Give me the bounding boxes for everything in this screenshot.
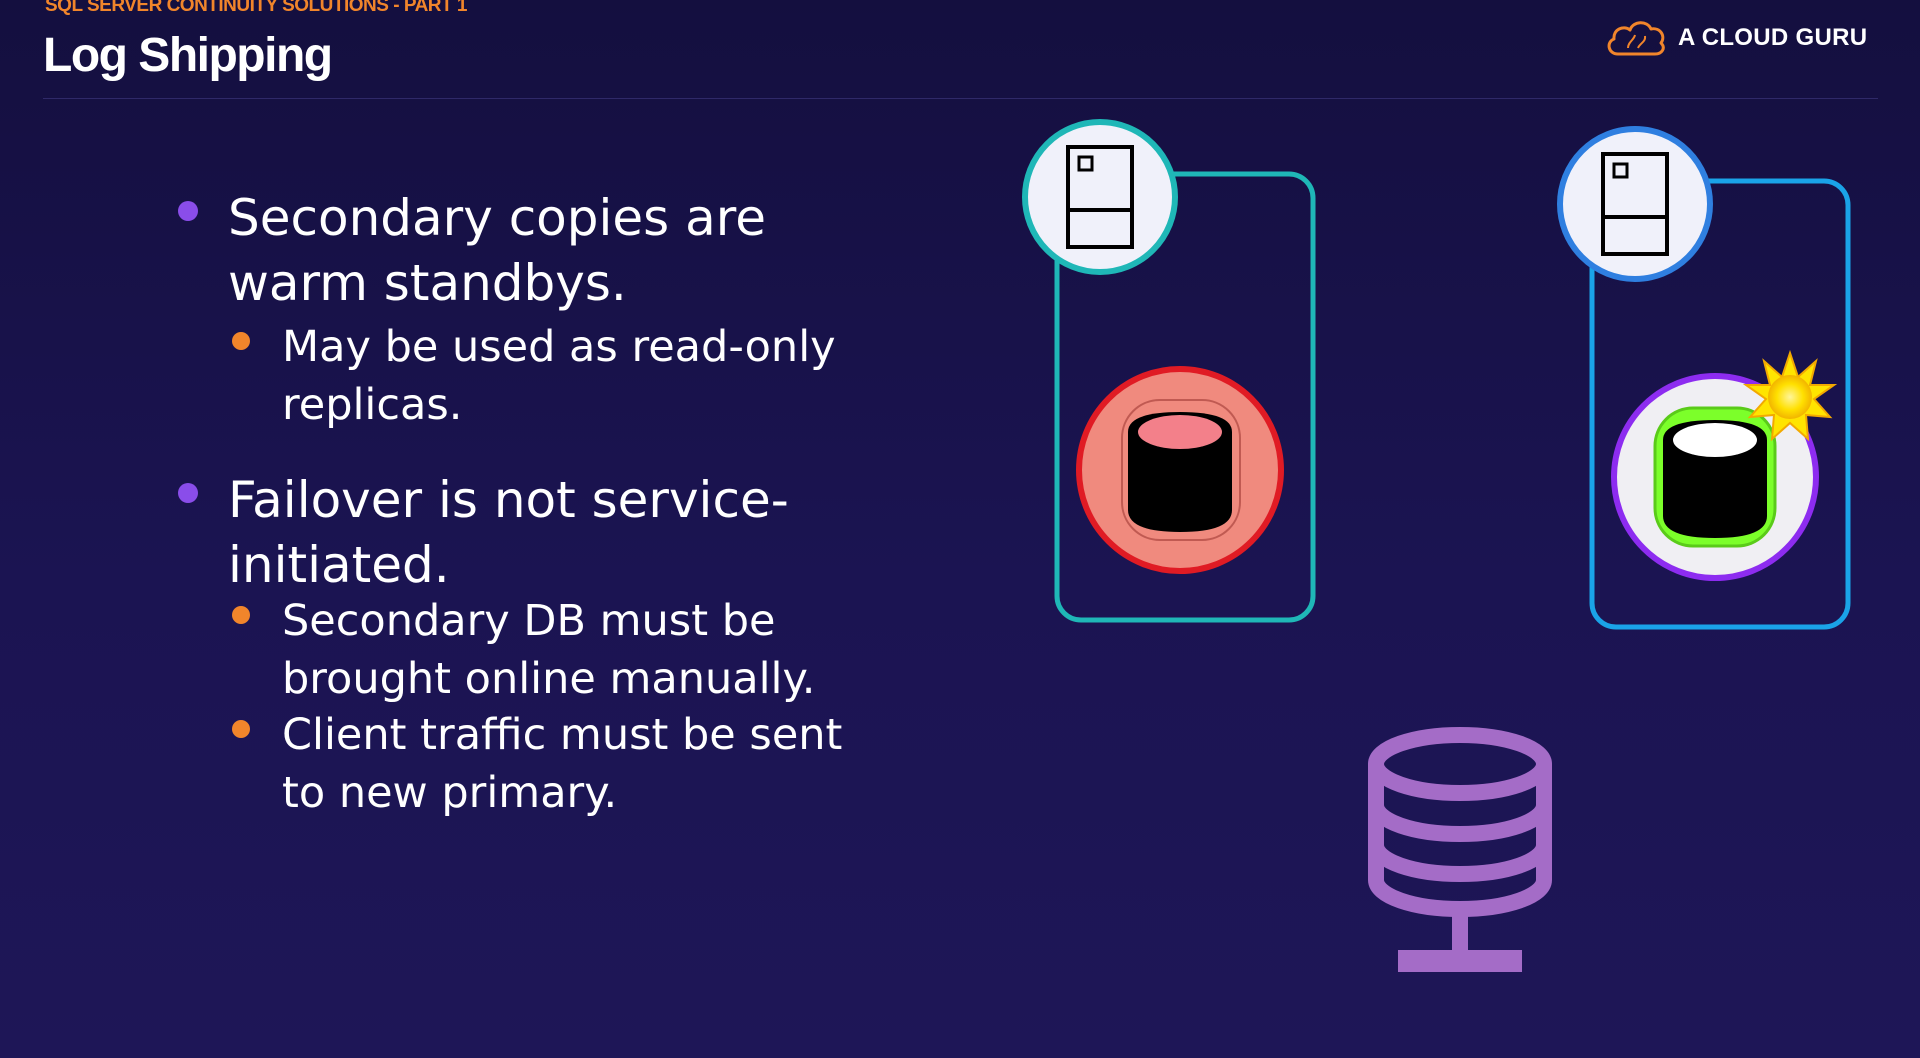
- sub-bullet-text-line: Client traffic must be sent: [282, 710, 843, 760]
- brand-name: A CLOUD GURU: [1678, 24, 1868, 51]
- secondary-server-box: [1589, 178, 1851, 630]
- bullet-marker: [178, 201, 198, 221]
- sub-bullet-marker: [232, 606, 250, 624]
- cloud-logo-icon: [1607, 21, 1665, 56]
- bullet-marker: [178, 483, 198, 503]
- server-icon: [1022, 119, 1178, 275]
- sub-bullet-text-line: replicas.: [282, 380, 463, 430]
- sub-bullet-item: Secondary DB must be brought online manu…: [282, 592, 922, 708]
- storage-base: [1398, 950, 1522, 972]
- primary-server-box: [1054, 171, 1316, 623]
- sub-bullet-text-line: May be used as read-only: [282, 322, 836, 372]
- sub-bullet-text-line: brought online manually.: [282, 654, 816, 704]
- section-kicker: SQL SERVER CONTINUITY SOLUTIONS - PART 1: [45, 0, 467, 16]
- sub-bullet-item: May be used as read-only replicas.: [282, 318, 922, 434]
- brand-logo: A CLOUD GURU: [1604, 16, 1867, 60]
- sub-bullet-item: Client traffic must be sent to new prima…: [282, 706, 922, 822]
- bullet-text-line: Failover is not service-: [228, 471, 789, 529]
- page-title: Log Shipping: [43, 29, 333, 82]
- bullet-text-line: initiated.: [228, 536, 450, 594]
- sub-bullet-marker: [232, 720, 250, 738]
- bullet-text-line: Secondary copies are: [228, 189, 766, 247]
- bullet-item: Failover is not service- initiated.: [228, 468, 868, 598]
- online-database-icon: [1611, 373, 1819, 581]
- sun-burst-icon: [1742, 349, 1838, 442]
- header-divider: [43, 98, 1878, 99]
- sub-bullet-text-line: to new primary.: [282, 768, 618, 818]
- failed-database-icon: [1076, 366, 1284, 574]
- server-icon: [1557, 126, 1713, 282]
- bullet-item: Secondary copies are warm standbys.: [228, 186, 868, 316]
- sub-bullet-text-line: Secondary DB must be: [282, 596, 776, 646]
- bullet-text-line: warm standbys.: [228, 254, 627, 312]
- database-storage-icon: [1368, 727, 1552, 955]
- sub-bullet-marker: [232, 332, 250, 350]
